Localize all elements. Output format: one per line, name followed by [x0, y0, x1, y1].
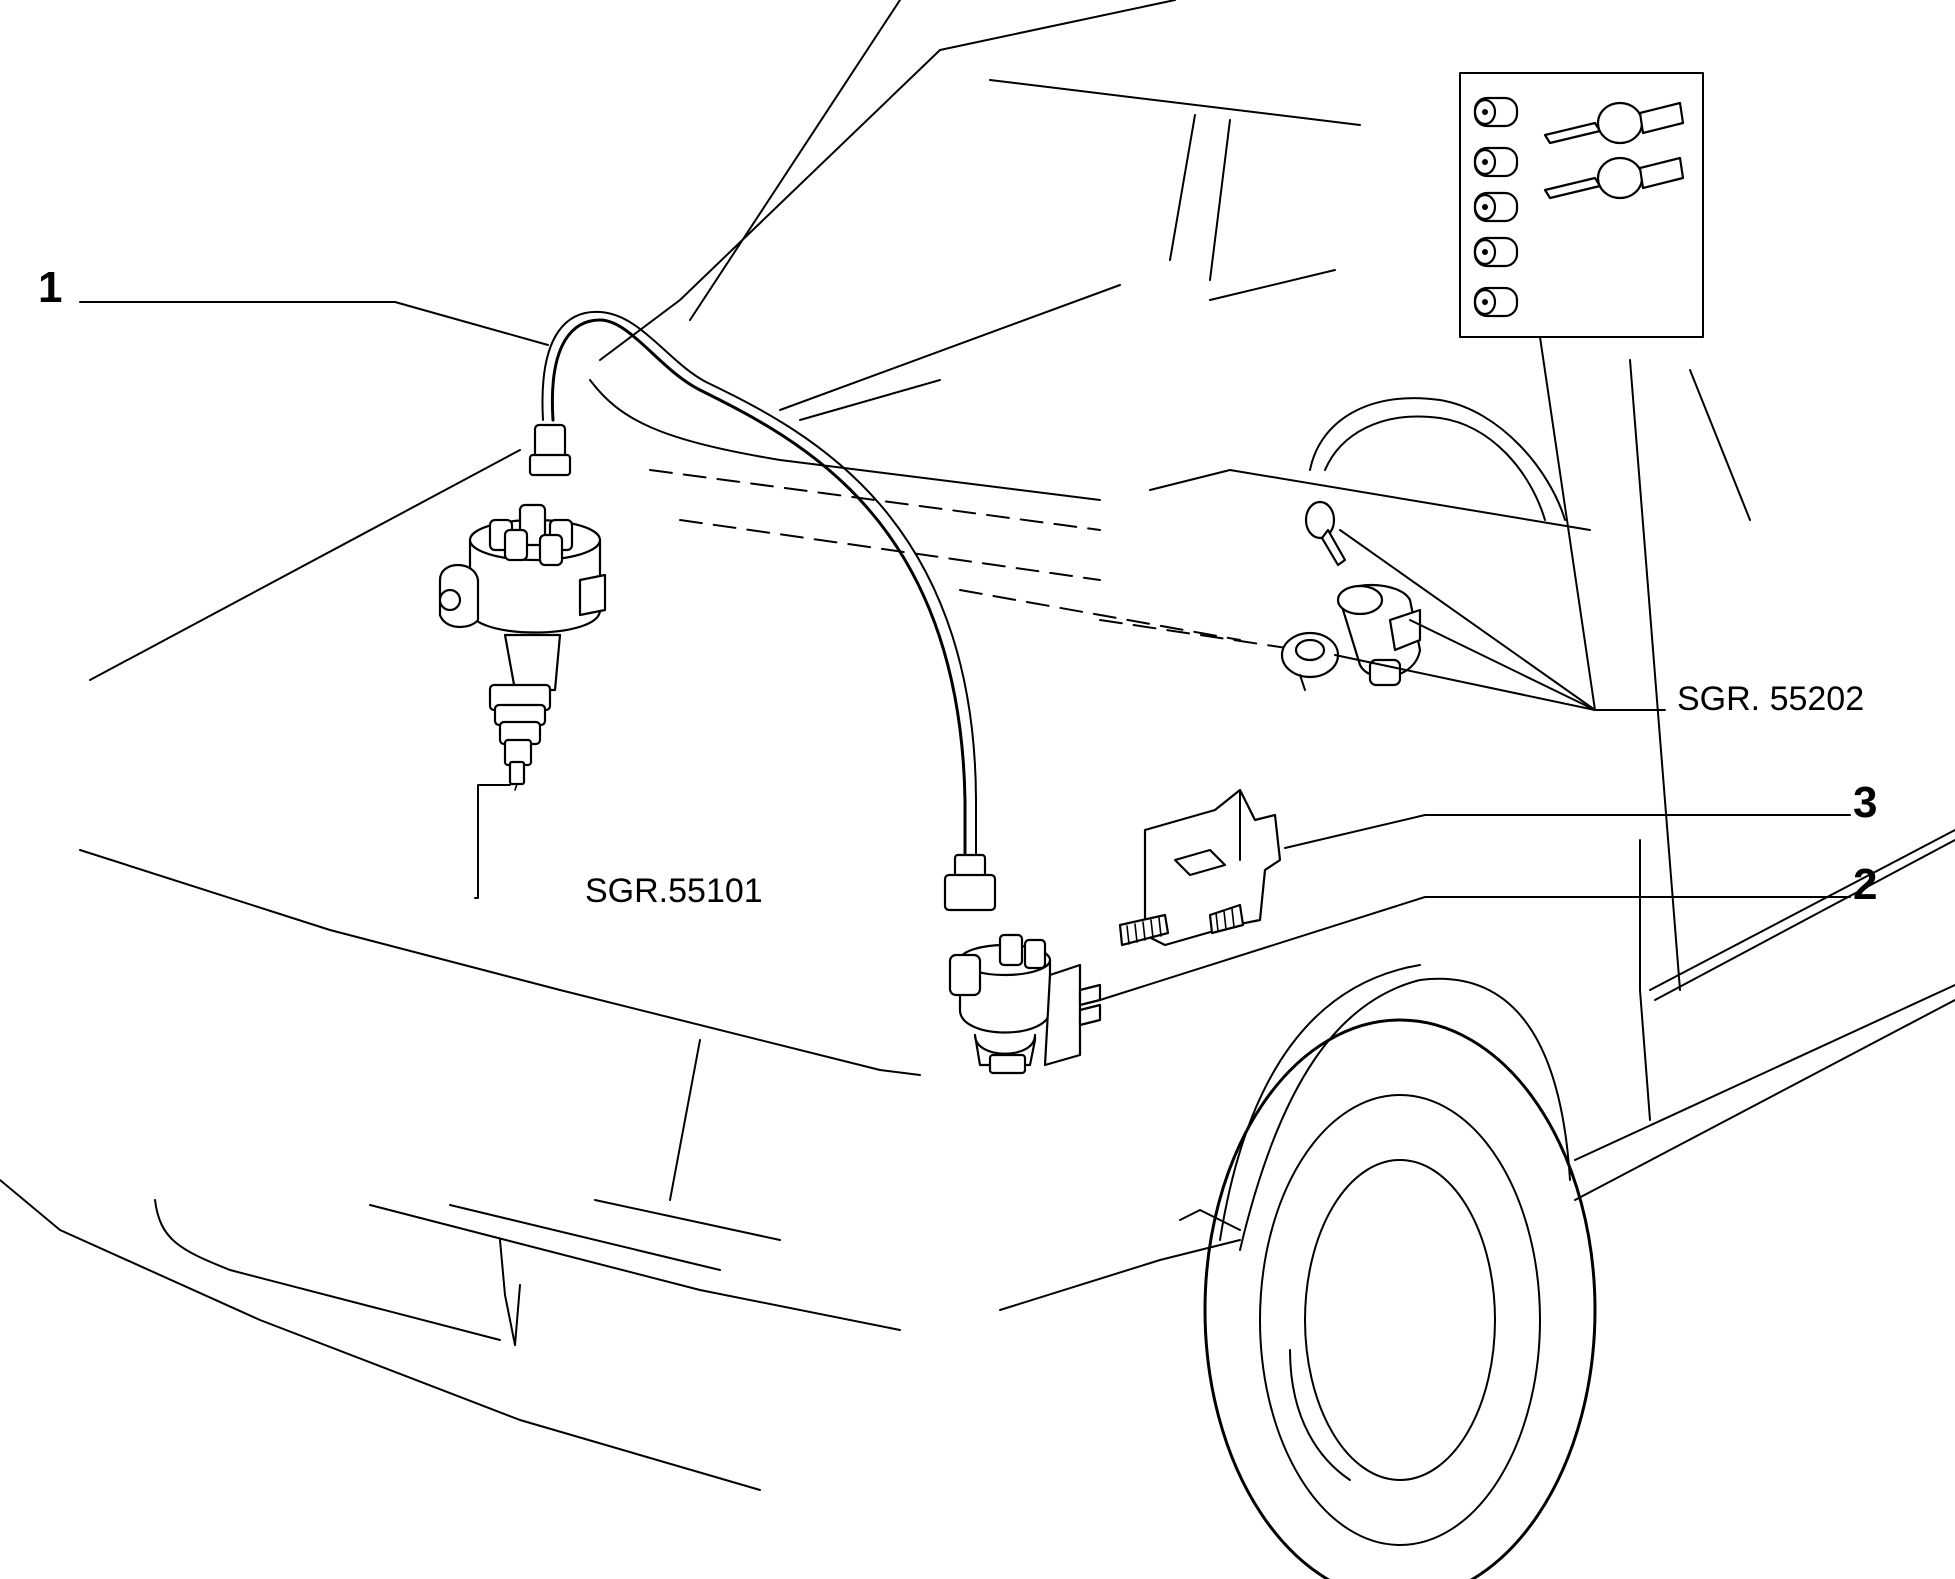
- callout-2-label: 2: [1853, 860, 1877, 909]
- distributor-part: [438, 503, 607, 791]
- key-icons: [1543, 101, 1685, 200]
- lock-set-inset: [1459, 72, 1704, 338]
- ignition-coil-part: [948, 933, 1102, 1075]
- bracket-part: [1118, 788, 1282, 947]
- leader-lines: [79, 301, 1851, 1001]
- callout-1-label: 1: [38, 263, 62, 312]
- ignition-cable-part: [528, 310, 997, 912]
- callout-3-label: 3: [1853, 778, 1877, 827]
- lock-set-reference-label: SGR. 55202: [1677, 680, 1864, 718]
- lock-cylinder-icons: [1473, 96, 1519, 318]
- lock-components: [1280, 500, 1422, 691]
- distributor-reference-label: SGR.55101: [585, 872, 763, 910]
